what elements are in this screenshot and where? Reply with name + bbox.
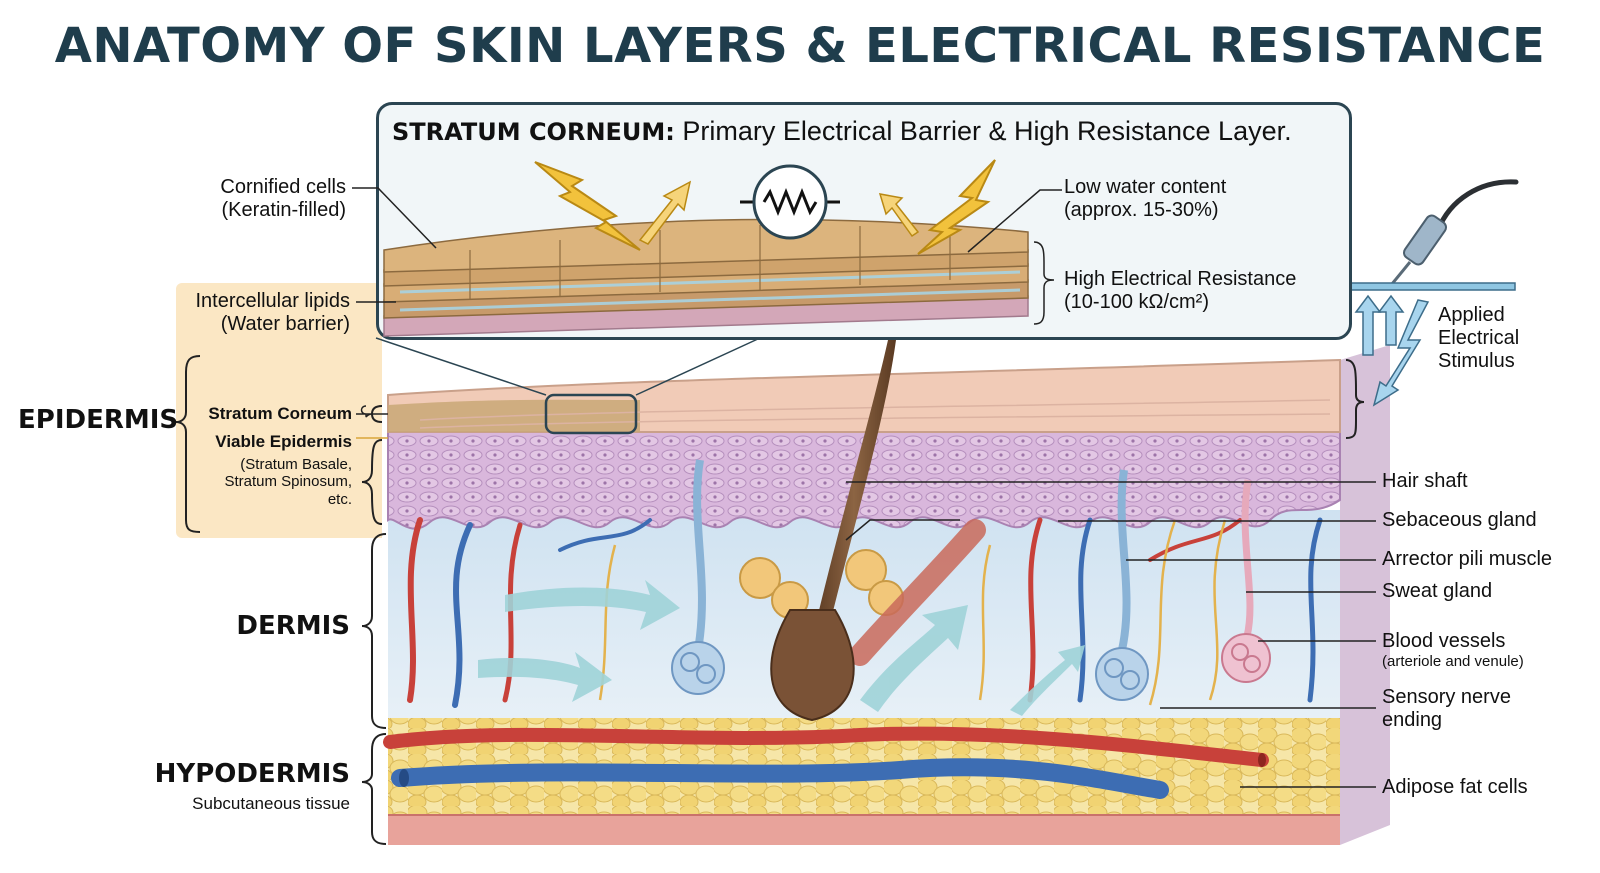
page-title: ANATOMY OF SKIN LAYERS & ELECTRICAL RESI… [54, 18, 1546, 74]
label-nerve-line1: Sensory nerve [1382, 686, 1511, 708]
label-blood-line1: Blood vessels [1382, 630, 1506, 652]
label-blood-vessels: Blood vessels (arteriole and venule) [1382, 630, 1524, 670]
label-applied-stimulus: Applied Electrical Stimulus [1438, 304, 1519, 373]
label-sensory-nerve: Sensory nerve ending [1382, 686, 1511, 732]
label-viable-sub-2: Stratum Spinosum, [224, 473, 352, 491]
callout-heading: STRATUM CORNEUM: Primary Electrical Barr… [392, 116, 1292, 147]
label-high-resistance: High Electrical Resistance (10-100 kΩ/cm… [1064, 268, 1296, 314]
label-viable-epidermis: Viable Epidermis [215, 432, 352, 451]
label-low-water: Low water content (approx. 15-30%) [1064, 176, 1226, 222]
label-sweat-gland: Sweat gland [1382, 580, 1493, 602]
label-viable-epidermis-sub: (Stratum Basale, Stratum Spinosum, etc. [224, 456, 352, 508]
label-hypodermis: HYPODERMIS [154, 759, 350, 789]
label-viable-sub-1: (Stratum Basale, [240, 456, 352, 473]
muscle-base-layer [388, 815, 1340, 845]
sweat-gland-pink [1221, 479, 1271, 683]
label-cornified-line2: (Keratin-filled) [221, 199, 346, 221]
label-intercellular-lipids: Intercellular lipids (Water barrier) [195, 290, 350, 336]
dermis-blood-vessels [407, 517, 1323, 708]
label-high-res-line1: High Electrical Resistance [1064, 268, 1297, 290]
stimulus-arrows [1354, 294, 1430, 407]
label-viable-sub-3: etc. [327, 490, 352, 508]
label-lipids-line2: (Water barrier) [220, 313, 350, 335]
label-stimulus-line1: Applied [1438, 304, 1505, 326]
label-hair-shaft: Hair shaft [1382, 470, 1468, 492]
stratum-corneum-focus-box [544, 393, 638, 435]
venule [391, 758, 1169, 799]
label-stratum-corneum: Stratum Corneum [208, 404, 352, 423]
label-stimulus-line3: Stimulus [1438, 350, 1515, 372]
label-subcutaneous: Subcutaneous tissue [192, 794, 350, 813]
label-dermis: DERMIS [236, 611, 350, 641]
label-low-water-line2: (approx. 15-30%) [1064, 199, 1219, 221]
label-arrector-pili: Arrector pili muscle [1382, 548, 1553, 570]
current-flow-arrows [478, 580, 1085, 716]
label-high-res-line2: (10-100 kΩ/cm²) [1064, 291, 1209, 313]
sweat-gland-left [671, 459, 725, 695]
label-low-water-line1: Low water content [1064, 176, 1227, 198]
electrode [1344, 179, 1519, 291]
callout-heading-bold: STRATUM CORNEUM: [392, 118, 675, 146]
sweat-gland-right [1095, 469, 1149, 701]
arteriole [383, 726, 1269, 767]
block-side-face [1340, 345, 1390, 845]
label-stimulus-line2: Electrical [1438, 327, 1520, 349]
label-nerve-line2: ending [1382, 709, 1443, 731]
arrector-pili-muscle [849, 519, 986, 666]
label-lipids-line1: Intercellular lipids [195, 290, 350, 312]
label-epidermis: EPIDERMIS [18, 405, 179, 435]
callout-heading-rest: Primary Electrical Barrier & High Resist… [682, 116, 1292, 146]
label-cornified-cells: Cornified cells (Keratin-filled) [220, 176, 346, 222]
hair-follicle [770, 609, 855, 722]
hair-shaft [812, 340, 896, 640]
label-sebaceous-gland: Sebaceous gland [1382, 509, 1537, 531]
label-blood-line2: (arteriole and venule) [1382, 653, 1524, 670]
label-cornified-line1: Cornified cells [220, 176, 346, 198]
epidermis-highlight-panel [176, 283, 382, 538]
label-adipose: Adipose fat cells [1382, 776, 1528, 798]
